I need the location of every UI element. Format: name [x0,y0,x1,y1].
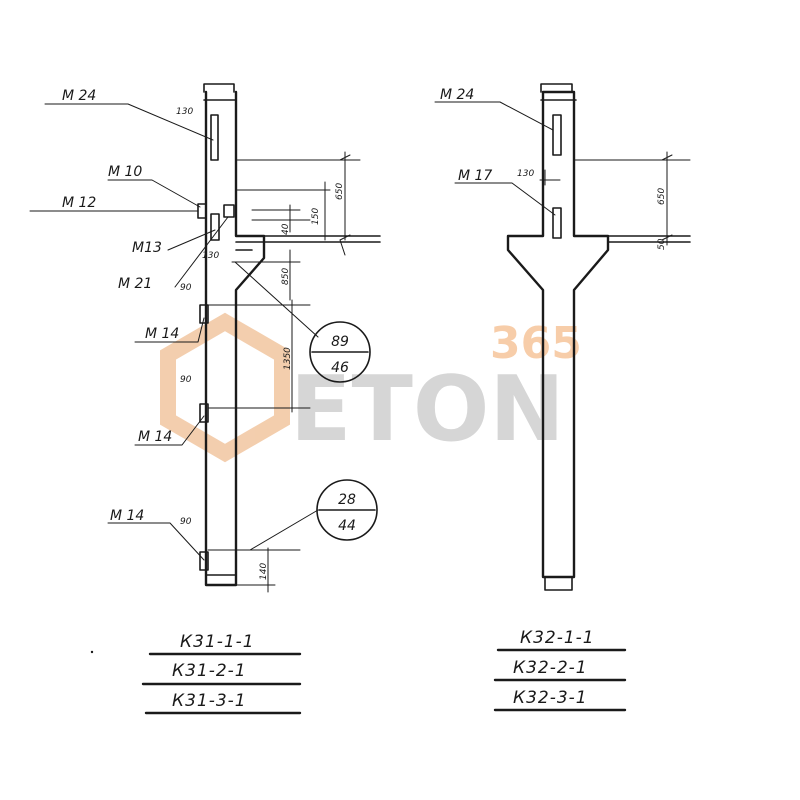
left-dim-90-2: 90 [180,375,192,385]
plate-m13 [210,213,220,241]
watermark-text: ETON [290,357,565,462]
left-dim-130-top: 130 [176,107,193,117]
right-column-outline [506,90,610,579]
left-dim-130-mid: 130 [202,251,219,261]
left-label-m24: M 24 [62,88,96,104]
circle-ref-lower: 28 44 [316,479,378,541]
right-label-m24: M 24 [440,87,474,103]
right-dim-50: 50 [657,238,667,250]
svg-text:28: 28 [338,492,356,508]
right-dim-130: 130 [517,169,534,179]
left-dim-140: 140 [259,563,269,580]
left-label-m10: M 10 [108,164,142,180]
left-leader-lines [29,103,319,561]
plate-m14b [199,403,209,423]
svg-text:46: 46 [331,360,349,376]
left-label-m14-3: M 14 [110,508,144,524]
left-label-m21: M 21 [118,276,152,292]
left-dim-40: 40 [281,223,291,235]
right-code-2: К32-2-1 [513,658,588,678]
left-dim-650: 650 [335,183,345,200]
right-code-3: К32-3-1 [513,688,588,708]
right-column-cap [540,83,577,101]
svg-text:89: 89 [331,334,349,350]
right-corbel-line [607,235,691,243]
circle-ref-upper: 89 46 [309,321,371,383]
left-column-cap [203,83,237,101]
right-dimension-lines [539,151,691,246]
watermark-logo [160,312,290,463]
left-dim-90-3: 90 [180,517,192,527]
svg-text:44: 44 [338,518,356,534]
right-code-1: К32-1-1 [520,628,595,648]
left-dimension-lines [207,151,361,593]
plate-m14a [199,304,209,324]
left-code-3: К31-3-1 [172,691,247,711]
stray-dot [90,650,94,654]
plate-m14c [199,551,209,571]
left-dim-1350: 1350 [283,347,293,370]
left-code-2: К31-2-1 [172,661,247,681]
left-code-1: К31-1-1 [180,632,255,652]
left-column-drawing: M 24 M 10 M 12 M13 M 21 M 14 M 14 M 14 1… [29,83,381,715]
watermark: 365 ETON [160,312,582,463]
right-leader-lines [434,101,556,216]
left-dim-850: 850 [281,268,291,285]
watermark-number: 365 [490,318,582,369]
right-column-bottom-stub [544,576,573,591]
left-dim-90-1: 90 [180,283,192,293]
right-plate-m24 [552,114,562,156]
plate-m21 [223,204,235,218]
right-column-drawing: M 24 M 17 130 650 50 К32-1-1 К32-2-1 К32… [434,83,691,712]
plate-m24 [210,114,219,161]
left-label-m14-1: M 14 [145,326,179,342]
right-dim-650: 650 [657,188,667,205]
left-corbel-lines [235,235,381,251]
left-dim-150: 150 [311,208,321,225]
right-label-m17: M 17 [458,168,492,184]
right-plate-m17 [552,207,562,239]
left-label-m12: M 12 [62,195,96,211]
left-label-m13: M13 [132,240,162,256]
left-label-m14-2: M 14 [138,429,172,445]
